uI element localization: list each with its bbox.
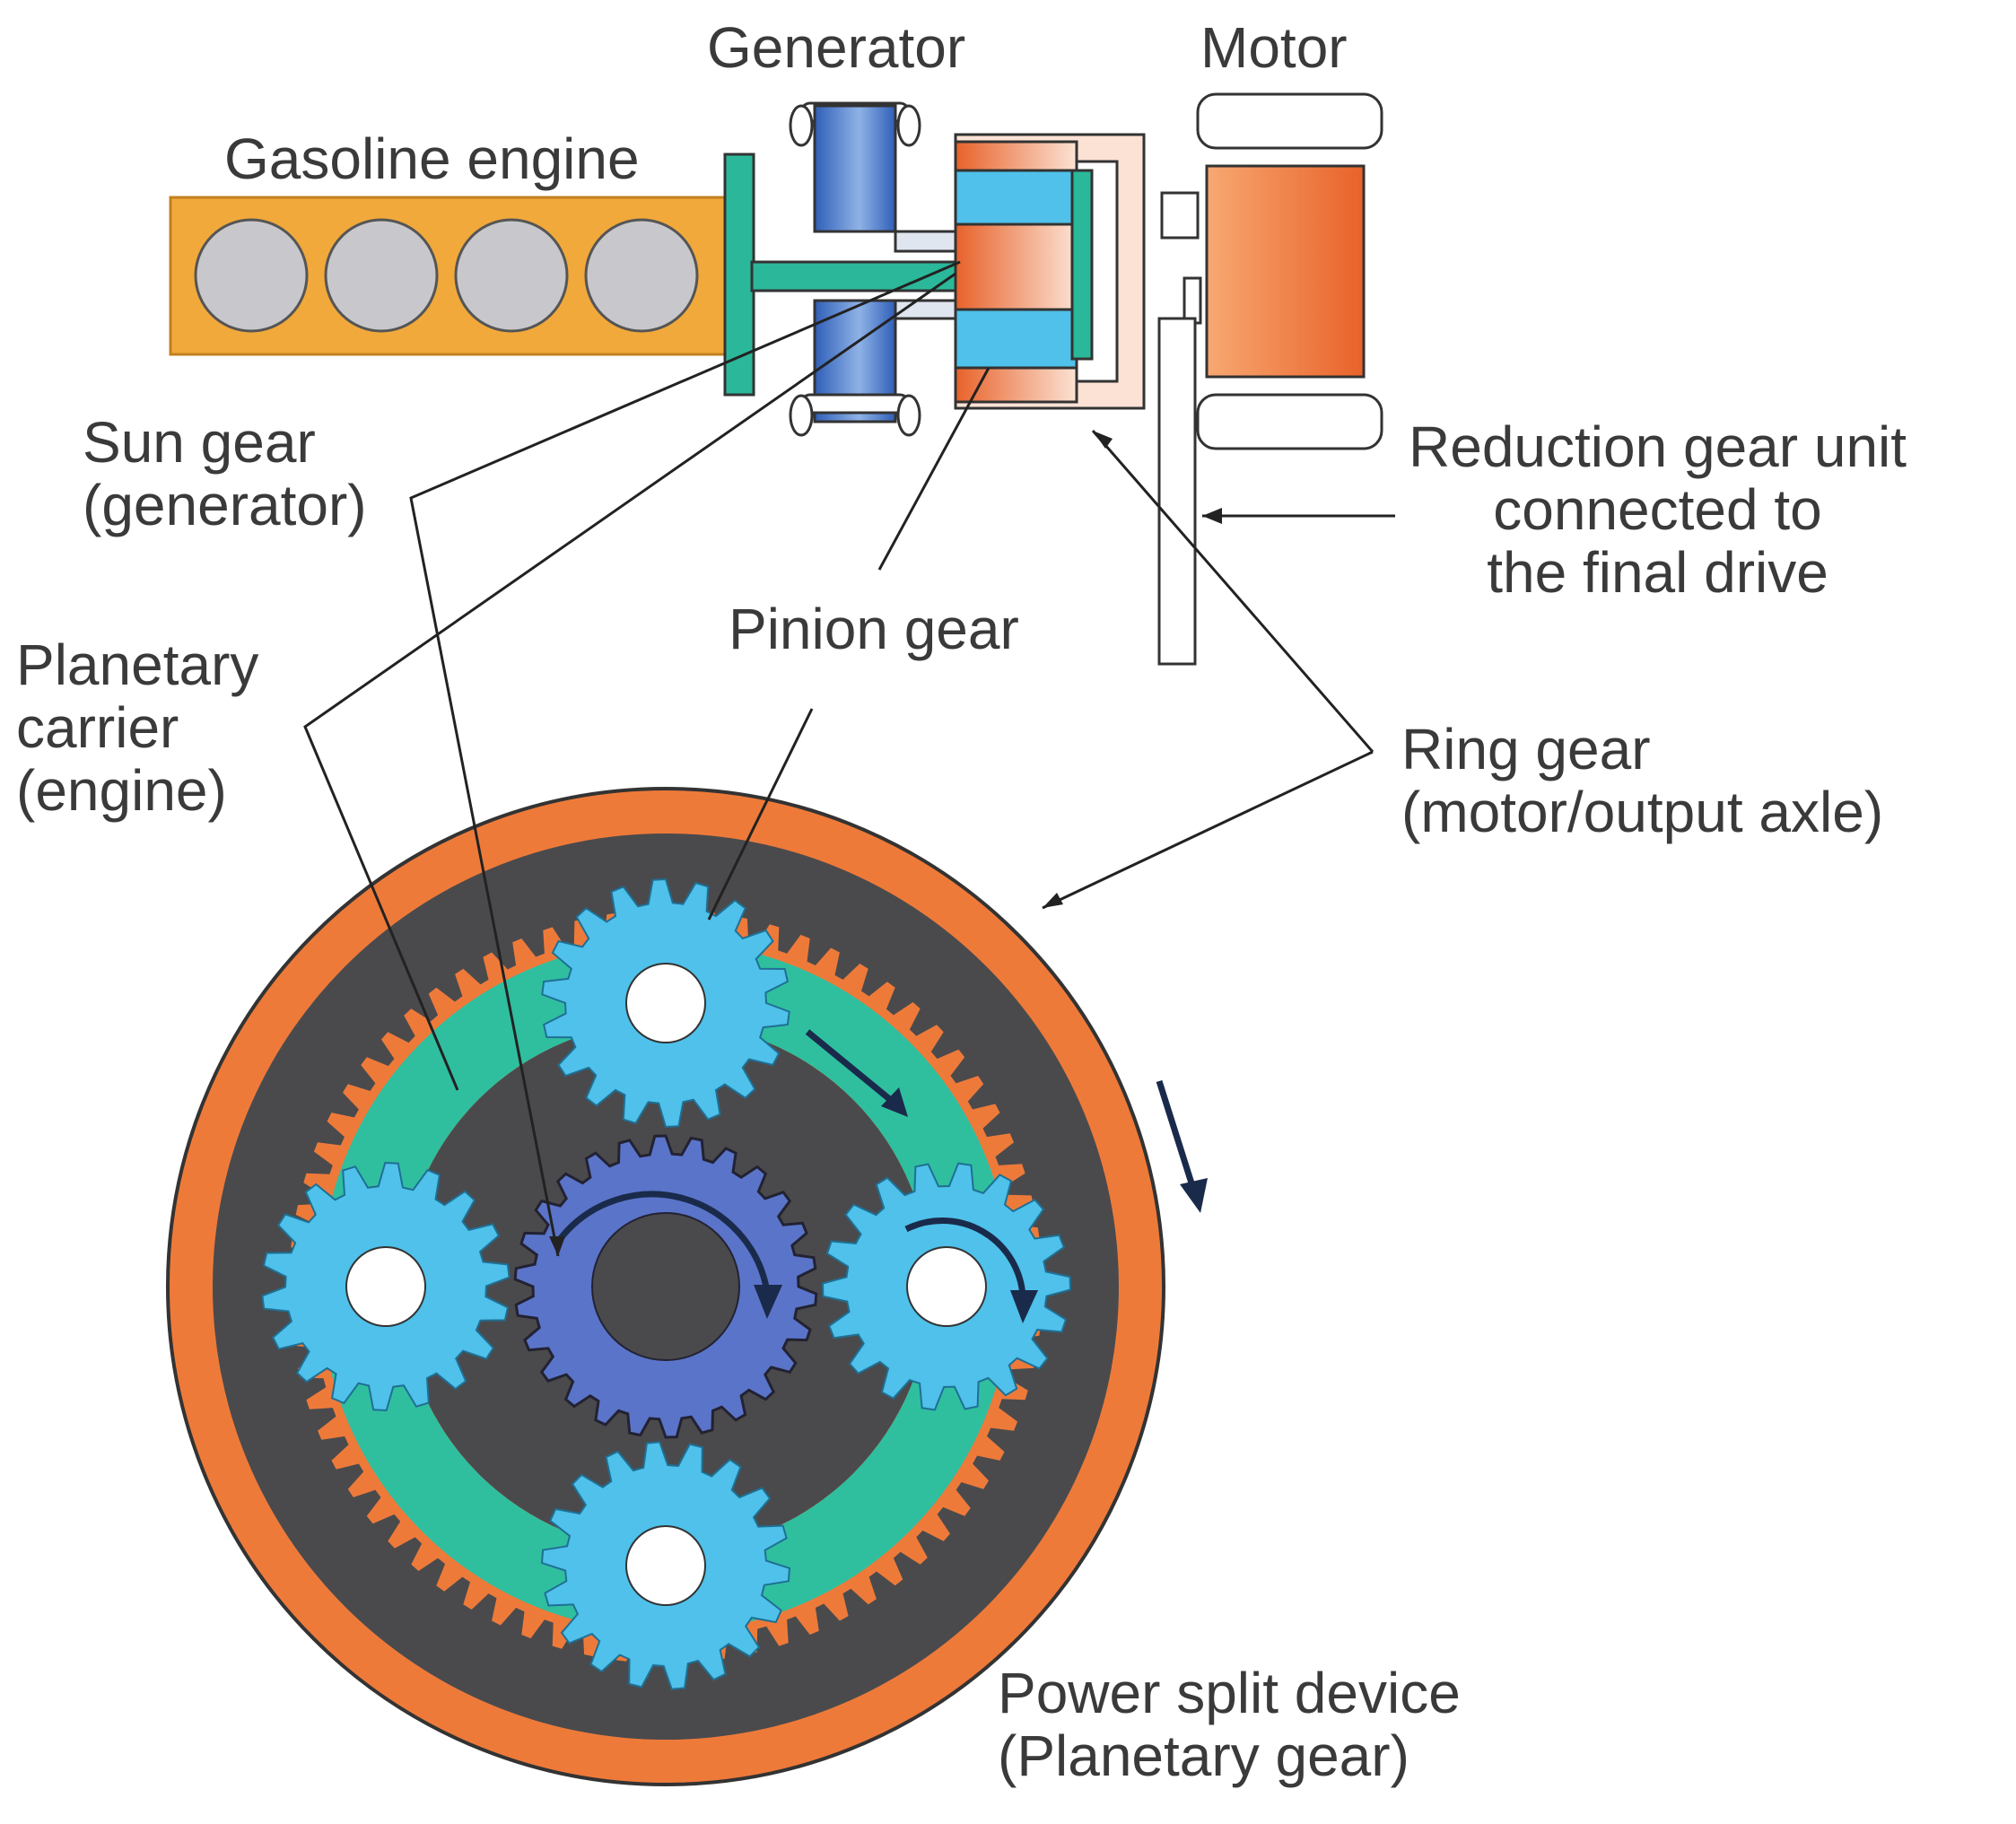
pinion-gear-hole xyxy=(625,1525,706,1606)
sun-gear-leader xyxy=(409,260,961,1257)
sun-gear-label-line: Sun gear xyxy=(83,410,316,475)
generator-label: Generator xyxy=(707,15,966,80)
ring-gear-label-line: Ring gear xyxy=(1401,717,1651,781)
sun-gear-label-line: (generator) xyxy=(83,473,367,537)
pinion-gear-hole xyxy=(345,1246,426,1327)
reduction-gear-label-line: connected to xyxy=(1493,477,1822,542)
planetary-carrier-label-line: Planetary xyxy=(16,633,259,697)
reduction-gear-label: Reduction gear unit connected to the fin… xyxy=(1409,415,1907,604)
cylinder xyxy=(194,218,309,333)
reduction-gear-unit xyxy=(1157,191,1202,666)
rotation-arrows xyxy=(558,1029,1197,1297)
leader-lines xyxy=(303,260,1395,1257)
pinion-gear-label: Pinion gear xyxy=(729,597,1019,661)
power-split-label-line: (Planetary gear) xyxy=(998,1724,1409,1788)
planetary-carrier-label: Planetary carrier (engine) xyxy=(16,633,258,822)
ring-leader-bottom xyxy=(1042,750,1374,910)
pinion-leader-top xyxy=(877,367,991,571)
cylinder xyxy=(454,218,569,333)
carrier-leader xyxy=(303,272,956,1091)
planetary-gear xyxy=(166,787,1208,1786)
pinion-gears xyxy=(261,877,1072,1690)
rotation-arrowheads xyxy=(754,1087,1208,1323)
ring-gear-label-line: (motor/output axle) xyxy=(1401,780,1884,844)
pinion-gear-hole xyxy=(906,1246,987,1327)
leader-arrowheads xyxy=(549,431,1222,1256)
ring-rotation-arrow xyxy=(1156,1079,1197,1191)
top-schematic xyxy=(169,92,1383,666)
ring-leader-top xyxy=(1091,430,1375,753)
power-split-label: Power split device (Planetary gear) xyxy=(998,1662,1461,1787)
planetary-housing xyxy=(954,133,1146,410)
gasoline-engine-label: Gasoline engine xyxy=(224,127,640,191)
sun-gear-hub xyxy=(591,1212,740,1361)
motor xyxy=(1196,92,1383,450)
engine-cylinders xyxy=(194,218,699,333)
sun-gear-label: Sun gear (generator) xyxy=(83,411,367,537)
pinion-leader-bottom xyxy=(707,708,814,921)
planetary-carrier-label-line: (engine) xyxy=(16,758,227,823)
planetary-carrier-label-line: carrier xyxy=(16,695,179,760)
sun-rotation-arrow xyxy=(558,1191,771,1293)
power-split-label-line: Power split device xyxy=(998,1661,1461,1725)
ring-gear-label: Ring gear (motor/output axle) xyxy=(1401,718,1883,843)
reduction-gear-label-line: Reduction gear unit xyxy=(1409,415,1907,479)
cylinder xyxy=(324,218,439,333)
pinion-gear-hole xyxy=(625,963,706,1043)
carrier-rotation-arrow xyxy=(805,1029,900,1108)
pinion-rotation-arrow xyxy=(904,1217,1026,1297)
cylinder xyxy=(584,218,699,333)
reduction-gear-label-line: the final drive xyxy=(1487,540,1828,605)
motor-label: Motor xyxy=(1200,15,1348,80)
